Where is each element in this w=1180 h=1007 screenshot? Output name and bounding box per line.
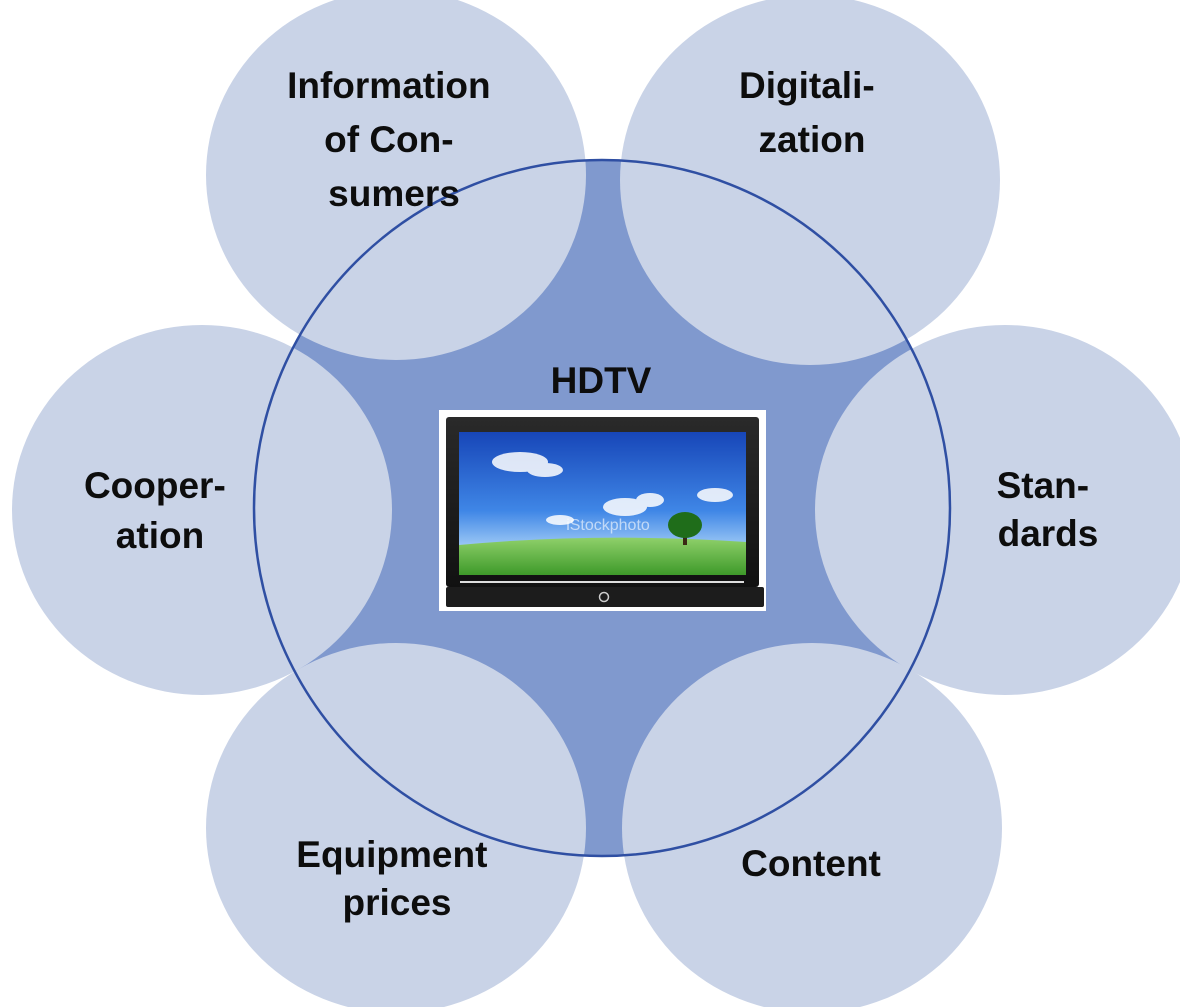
node-label-standards-line-1: Stan- <box>997 465 1090 506</box>
node-label-information-line-3: sumers <box>328 173 460 214</box>
node-label-standards-line-2: dards <box>998 513 1099 554</box>
node-label-information: Information of Con- sumers <box>287 65 501 214</box>
node-label-information-line-1: Information <box>287 65 490 106</box>
node-label-equipment-line-2: prices <box>342 882 451 923</box>
node-label-equipment-line-1: Equipment <box>296 834 487 875</box>
node-label-cooperation-line-1: Cooper- <box>84 465 226 506</box>
node-label-digitalization: Digitali- zation <box>739 65 885 160</box>
center-circle-outline <box>252 158 952 858</box>
node-label-information-line-2: of Con- <box>324 119 453 160</box>
tv-watermark: iStockphoto <box>566 517 650 534</box>
node-label-digitalization-line-2: zation <box>759 119 866 160</box>
node-label-content: Content <box>741 843 881 884</box>
node-label-content-line-1: Content <box>741 843 881 884</box>
node-label-standards: Stan- dards <box>997 465 1100 554</box>
node-label-digitalization-line-1: Digitali- <box>739 65 875 106</box>
node-label-cooperation: Cooper- ation <box>84 465 236 556</box>
node-label-cooperation-line-2: ation <box>116 515 204 556</box>
tv-power-icon <box>598 591 610 603</box>
hdtv-image: iStockphoto <box>439 410 766 611</box>
node-label-equipment: Equipment prices <box>296 834 497 923</box>
center-label: HDTV <box>551 360 652 401</box>
